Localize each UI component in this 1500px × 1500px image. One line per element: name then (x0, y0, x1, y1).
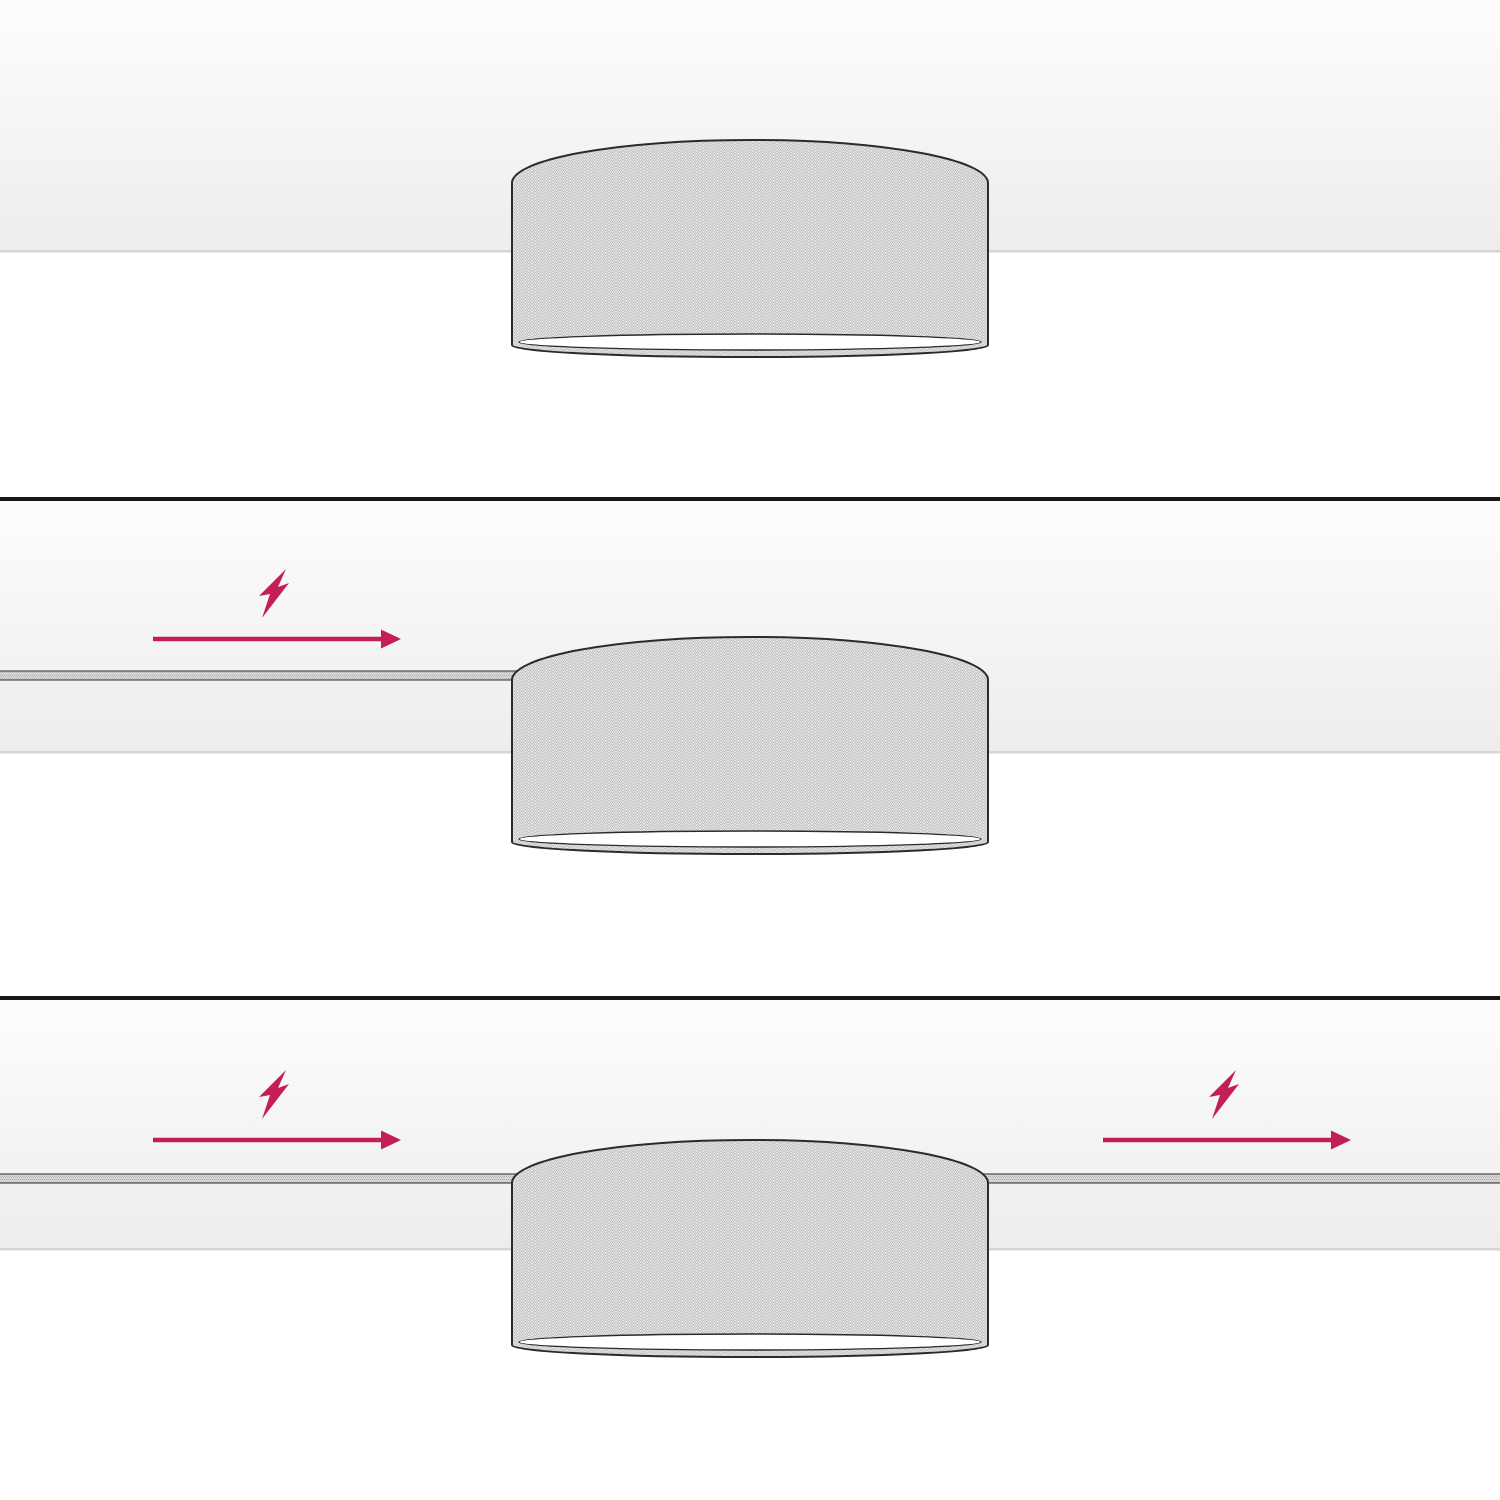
drum-lampshade (512, 140, 988, 357)
panel-shade-only (0, 0, 1500, 357)
panel-power-through (0, 1000, 1500, 1357)
power-cable-right (970, 1174, 1500, 1183)
drum-lampshade (512, 637, 988, 854)
drum-lampshade (512, 1140, 988, 1357)
panel-power-in-left (0, 501, 1500, 854)
power-cable-left (0, 671, 530, 680)
panel-divider (0, 497, 1500, 501)
panel-divider (0, 996, 1500, 1000)
power-cable-left (0, 1174, 530, 1183)
